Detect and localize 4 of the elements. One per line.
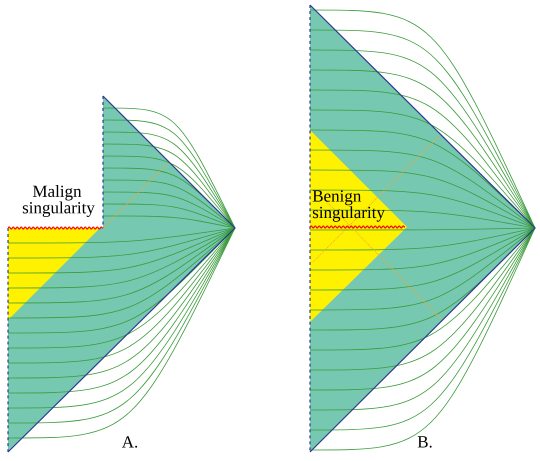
panel-label: A. — [122, 436, 138, 448]
singularity-label: Malign singularity — [22, 185, 95, 217]
panel-label: B. — [418, 436, 432, 448]
singularity-label: Benign singularity — [312, 190, 385, 222]
